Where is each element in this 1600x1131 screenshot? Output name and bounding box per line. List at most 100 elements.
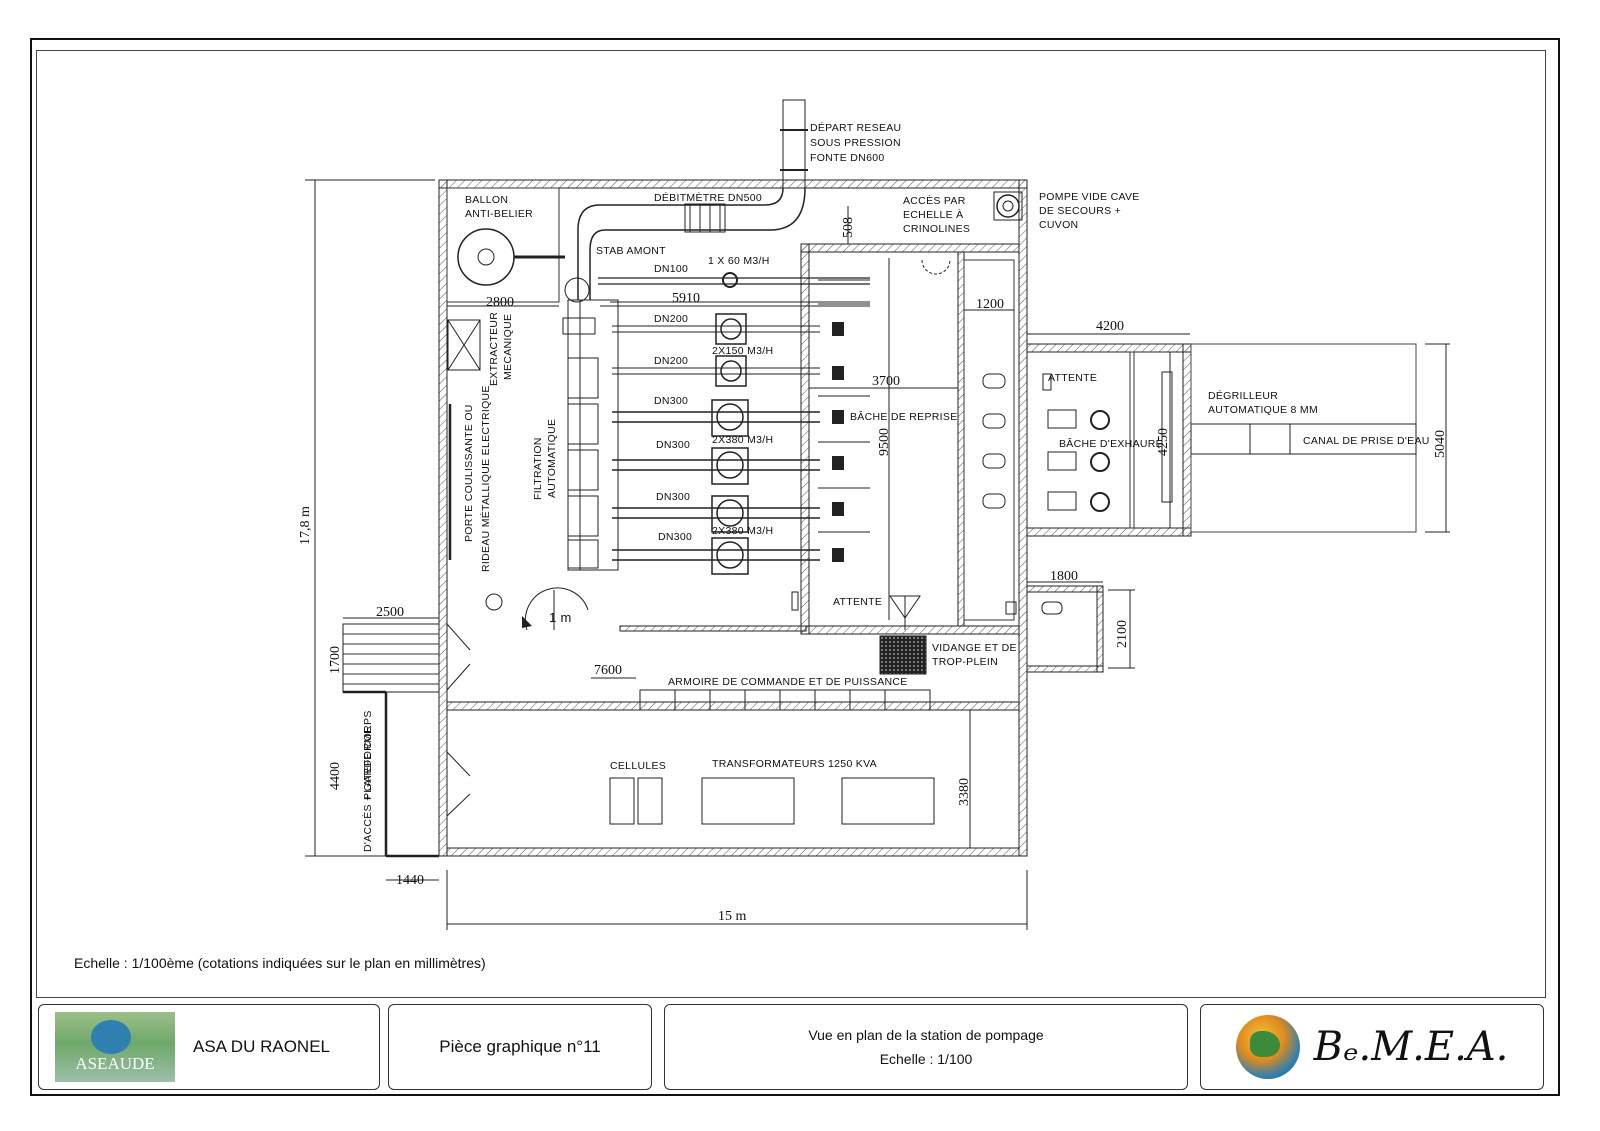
dim-9500: 9500 [877, 428, 892, 456]
one-m-label: 1 m [549, 610, 572, 625]
porte-label-2: RIDEAU MÉTALLIQUE ELECTRIQUE [479, 385, 492, 572]
exhaure-valves [982, 373, 1017, 615]
armoire-label: ARMOIRE DE COMMANDE ET DE PUISSANCE [668, 676, 908, 688]
acces-echelle: ACCÈS PAR ECHELLE À CRINOLINES [903, 194, 970, 275]
transfo-label: TRANSFORMATEURS 1250 KVA [712, 758, 877, 770]
transformer-room: CELLULES TRANSFORMATEURS 1250 KVA [609, 758, 935, 825]
title-block-piece: Pièce graphique n°11 [388, 1004, 652, 1090]
building-walls [438, 179, 1028, 857]
company-name: Bₑ.M.E.A. [1313, 1024, 1509, 1070]
aseaude-logo: ASEAUDE [55, 1012, 175, 1082]
extracteur-mecanique: EXTRACTEUR MECANIQUE [447, 312, 514, 386]
dim-4400: 4400 [328, 762, 343, 790]
pipe-lines [598, 272, 870, 575]
depart-label-2: SOUS PRESSION [810, 137, 901, 149]
acces-label-3: CRINOLINES [903, 223, 970, 235]
dn100-label: DN100 [654, 263, 688, 275]
dim-2100: 2100 [1115, 620, 1130, 648]
degrilleur-label-1: DÉGRILLEUR [1208, 389, 1278, 402]
stab-label: STAB AMONT [596, 245, 666, 257]
view-title: Vue en plan de la station de pompage [808, 1027, 1044, 1043]
flow4-label: 2X380 M3/H [712, 525, 773, 537]
dim-17-8m: 17,8 m [298, 506, 313, 545]
dim-508: 508 [841, 217, 856, 238]
flow1-label: 1 X 60 M3/H [708, 255, 770, 267]
dn300a-label: DN300 [654, 395, 688, 407]
bmea-globe-logo [1235, 1015, 1300, 1079]
aseaude-logo-circle [91, 1020, 131, 1054]
dim-3700: 3700 [872, 374, 900, 389]
bache-reprise-label: BÂCHE DE REPRISE [850, 410, 958, 423]
dn200b-label: DN200 [654, 355, 688, 367]
vidange-label-2: TROP-PLEIN [932, 656, 998, 668]
degrilleur-label-2: AUTOMATIQUE 8 MM [1208, 404, 1318, 416]
ballon-label-1: BALLON [465, 194, 508, 206]
dn300d-label: DN300 [658, 531, 692, 543]
pompe-vide-label-1: POMPE VIDE CAVE [1039, 191, 1140, 203]
pipe-labels: DN100 1 X 60 M3/H DN200 2X150 M3/H DN200… [654, 255, 773, 543]
depart-label-3: FONTE DN600 [810, 152, 884, 164]
client-name: ASA DU RAONEL [193, 1037, 330, 1056]
dimension-lines [305, 179, 1450, 930]
attente2-label: ATTENTE [1048, 372, 1097, 384]
dn200a-label: DN200 [654, 313, 688, 325]
bache-exhaure-label: BÂCHE D'EXHAURE [1059, 437, 1163, 450]
plateforme-label-2: D'ACCÈS + GARDE CORPS [361, 710, 374, 852]
dim-15m: 15 m [718, 909, 747, 924]
flow2-label: 2X150 M3/H [712, 345, 773, 357]
dim-4250: 4250 [1156, 428, 1171, 456]
depart-reseau-pipe: DÉPART RESEAU SOUS PRESSION FONTE DN600 … [577, 99, 901, 300]
filtration-label-1: FILTRATION [532, 437, 544, 500]
flow3-label: 2X380 M3/H [712, 434, 773, 446]
attente1-label: ATTENTE [833, 596, 882, 608]
plateforme-label-1: PLATEFORME [362, 727, 374, 800]
cellules-label: CELLULES [610, 760, 666, 772]
armoire-commande: ARMOIRE DE COMMANDE ET DE PUISSANCE [639, 676, 931, 711]
dn300b-label: DN300 [656, 439, 690, 451]
swing-radius: 1 m [485, 587, 589, 631]
canal-label: CANAL DE PRISE D'EAU [1303, 435, 1430, 447]
ballon-anti-belier: BALLON ANTI-BELIER [446, 187, 565, 303]
aseaude-logo-text: ASEAUDE [75, 1054, 155, 1073]
extracteur-label-2: MECANIQUE [502, 314, 514, 380]
pompe-vide-label-2: DE SECOURS + [1039, 205, 1121, 217]
pompe-vide-cave: POMPE VIDE CAVE DE SECOURS + CUVON [993, 191, 1140, 231]
scale-note: Echelle : 1/100ème (cotations indiquées … [74, 955, 486, 971]
acces-label-2: ECHELLE À [903, 208, 963, 221]
reprise-pumps: BÂCHE DE REPRISE ATTENTE [791, 279, 958, 630]
dim-1700: 1700 [328, 646, 343, 674]
extracteur-label-1: EXTRACTEUR [488, 312, 500, 386]
doors [446, 623, 471, 817]
porte-coulissante: PORTE COULISSANTE OU RIDEAU MÉTALLIQUE E… [448, 385, 492, 572]
piece-number: Pièce graphique n°11 [439, 1037, 601, 1056]
dim-4200: 4200 [1096, 319, 1124, 334]
debitmetre-label: DÉBITMÈTRE DN500 [654, 191, 762, 204]
dim-5040: 5040 [1433, 430, 1448, 458]
sheet-border [30, 38, 1560, 1096]
dim-5910: 5910 [672, 291, 700, 306]
filtration-label-2: AUTOMATIQUE [546, 419, 558, 498]
acces-label-1: ACCÈS PAR [903, 194, 966, 207]
title-block-view: Vue en plan de la station de pompage Ech… [664, 1004, 1188, 1090]
title-block-company: Bₑ.M.E.A. [1200, 1004, 1544, 1090]
dim-7600: 7600 [594, 663, 622, 678]
vidange-chamber: VIDANGE ET DE TROP-PLEIN [879, 585, 1104, 675]
dim-1800: 1800 [1050, 569, 1078, 584]
vidange-label-1: VIDANGE ET DE [932, 642, 1017, 654]
ballon-label-2: ANTI-BELIER [465, 208, 533, 220]
access-platform: PLATEFORME D'ACCÈS + GARDE CORPS [342, 623, 440, 858]
depart-label-1: DÉPART RESEAU [810, 121, 901, 134]
drawing-frame [36, 50, 1546, 998]
dim-1200: 1200 [976, 297, 1004, 312]
filtration-units [567, 357, 599, 569]
view-scale: Echelle : 1/100 [879, 1051, 973, 1067]
dim-3380: 3380 [957, 778, 972, 806]
filtration-label: FILTRATION AUTOMATIQUE [532, 419, 558, 500]
dim-2500: 2500 [376, 605, 404, 620]
dim-2800: 2800 [486, 295, 514, 310]
dimension-texts: 17,8 m 508 2800 5910 1200 4200 3700 9500… [298, 217, 1448, 924]
dim-1440: 1440 [396, 873, 424, 888]
title-block-client: ASEAUDE ASA DU RAONEL [38, 1004, 380, 1090]
pompe-vide-label-3: CUVON [1039, 219, 1078, 231]
